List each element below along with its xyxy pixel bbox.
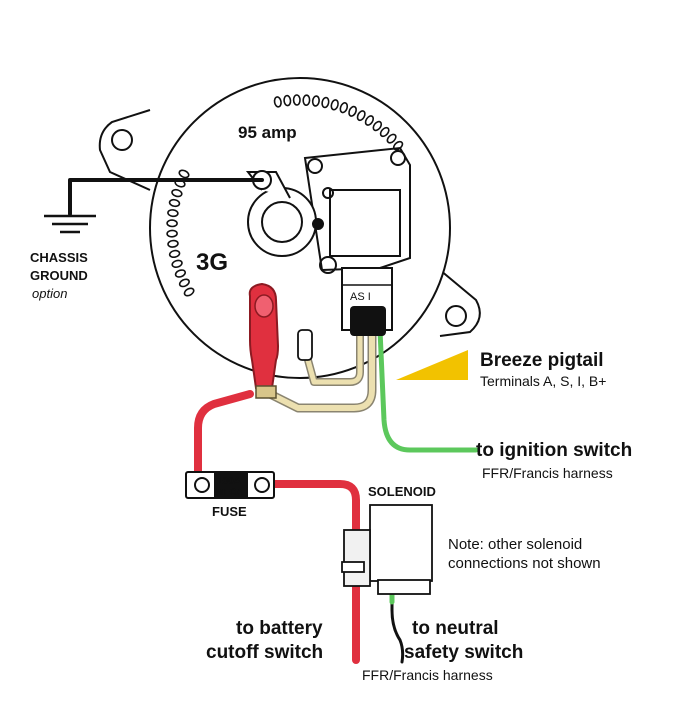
solenoid-label: SOLENOID — [368, 484, 436, 499]
vent-slot — [166, 219, 178, 228]
battery-cutoff-label-1: to battery — [236, 618, 323, 639]
ignition-switch-label: to ignition switch — [476, 440, 632, 461]
pigtail-wire — [267, 327, 375, 411]
fuse-type: MEGA — [216, 487, 244, 497]
connector-plug — [350, 306, 386, 336]
vent-slot — [311, 95, 320, 107]
vent-slots — [166, 94, 404, 297]
connector-label: AS I — [350, 291, 371, 303]
chassis-ground-label-2: GROUND — [30, 268, 88, 283]
vent-slot — [386, 133, 397, 144]
vent-slot — [283, 94, 292, 107]
vent-slot — [171, 259, 183, 268]
power-wire-alt-to-fuse — [194, 390, 254, 488]
vent-slot — [339, 102, 349, 114]
mega-fuse — [185, 471, 275, 499]
vent-slot — [168, 249, 181, 258]
fuse-label: FUSE — [212, 504, 247, 519]
vent-slot — [273, 96, 282, 108]
vent-slot — [183, 287, 195, 297]
alternator-mount-ear-right — [439, 269, 481, 337]
vent-slot — [302, 94, 311, 106]
power-wire-fuse-to-solenoid — [268, 480, 360, 664]
bearing-center — [261, 201, 303, 243]
mount-hole-left — [111, 129, 133, 151]
pigtail-wire-2 — [305, 327, 363, 385]
breeze-pigtail-label: Breeze pigtail — [480, 350, 604, 371]
ignition-harness-label: FFR/Francis harness — [482, 465, 613, 481]
chassis-ground-note: option — [32, 286, 67, 301]
neutral-safety-wire — [390, 573, 405, 664]
vent-slot — [321, 96, 330, 109]
ignition-wire — [377, 327, 479, 453]
breeze-terminals-label: Terminals A, S, I, B+ — [480, 373, 606, 389]
neutral-safety-label-1: to neutral — [412, 618, 499, 639]
vent-slot — [174, 269, 187, 278]
vent-slot — [166, 229, 178, 238]
vent-slot — [167, 239, 179, 248]
plate-screw-1 — [307, 158, 323, 174]
pigtail-pointer — [396, 350, 468, 380]
vent-slot — [372, 120, 383, 132]
fuse-rating: 100A — [217, 476, 241, 487]
regulator-plate — [329, 189, 401, 257]
plate-screw-2 — [390, 150, 406, 166]
vent-slot — [356, 110, 366, 122]
ground-wire — [68, 178, 264, 216]
plate-screw-3 — [322, 187, 334, 199]
bearing-hub — [247, 187, 317, 257]
plate-screw-4 — [319, 256, 337, 274]
neutral-harness-label: FFR/Francis harness — [362, 667, 493, 683]
battery-cutoff-label-2: cutoff switch — [206, 642, 323, 663]
small-terminal — [297, 329, 313, 361]
vent-slot — [171, 188, 183, 198]
vent-slot — [167, 209, 179, 218]
vent-slot — [178, 278, 190, 288]
vent-slot — [168, 198, 181, 208]
bplus-boot — [248, 282, 280, 399]
alternator-model: 3G — [196, 249, 228, 276]
vent-slot — [178, 169, 190, 179]
mount-hole-right — [445, 305, 467, 327]
solenoid — [341, 504, 433, 595]
vent-slot — [379, 126, 390, 138]
note-line-1: Note: other solenoid — [448, 536, 582, 553]
ground-icon — [44, 214, 96, 234]
vent-slot — [330, 99, 339, 111]
vent-slot — [348, 105, 357, 117]
vent-slot — [292, 94, 301, 106]
neutral-safety-label-2: safety switch — [404, 642, 523, 663]
alternator-rating: 95 amp — [238, 123, 297, 142]
vent-slot — [392, 140, 404, 151]
rotor-dot — [312, 218, 324, 230]
chassis-ground-label-1: CHASSIS — [30, 250, 88, 265]
vent-slot — [364, 115, 375, 126]
note-line-2: connections not shown — [448, 555, 601, 572]
